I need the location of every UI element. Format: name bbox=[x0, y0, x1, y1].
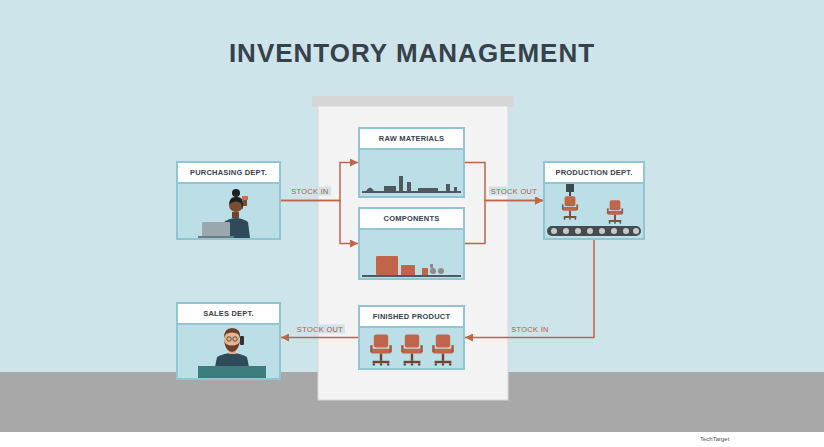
department-box: PRODUCTION DEPT. bbox=[543, 161, 645, 240]
production-line bbox=[547, 182, 641, 236]
department-box: RAW MATERIALS bbox=[358, 127, 465, 198]
box-ground bbox=[176, 161, 281, 240]
finished-chairs bbox=[370, 334, 454, 365]
flow-label: STOCK OUT bbox=[489, 187, 539, 196]
flow-arrow bbox=[281, 201, 358, 244]
logo-text: TechTarget bbox=[700, 436, 729, 442]
department-box: SALES DEPT. bbox=[176, 302, 281, 380]
department-box: PURCHASING DEPT. bbox=[176, 161, 281, 240]
raw-material-pieces bbox=[362, 176, 461, 193]
warehouse-building bbox=[318, 106, 508, 400]
box-ground bbox=[358, 127, 465, 198]
flow-label: STOCK IN bbox=[509, 325, 551, 334]
department-box: FINISHED PRODUCT bbox=[358, 305, 465, 370]
box-ground bbox=[543, 161, 645, 240]
box-heading: COMPONENTS bbox=[360, 209, 463, 230]
flow-arrow bbox=[465, 201, 543, 244]
diagram-title: INVENTORY MANAGEMENT bbox=[0, 38, 824, 69]
sky bbox=[0, 0, 824, 372]
department-box: COMPONENTS bbox=[358, 207, 465, 280]
flow-arrow bbox=[465, 163, 543, 201]
box-heading: PRODUCTION DEPT. bbox=[545, 163, 643, 184]
flow-arrow bbox=[281, 163, 358, 201]
box-ground bbox=[358, 305, 465, 370]
purchaser-figure bbox=[198, 189, 250, 238]
component-parts bbox=[362, 256, 461, 277]
footer-strip bbox=[0, 432, 824, 447]
box-ground bbox=[176, 302, 281, 380]
flow-label: STOCK IN bbox=[289, 187, 331, 196]
box-heading: SALES DEPT. bbox=[178, 304, 279, 325]
box-heading: PURCHASING DEPT. bbox=[178, 163, 279, 184]
box-heading: FINISHED PRODUCT bbox=[360, 307, 463, 328]
flow-label: STOCK OUT bbox=[295, 325, 345, 334]
salesperson-figure bbox=[198, 328, 266, 378]
flow-arrow bbox=[281, 337, 358, 339]
box-ground bbox=[358, 207, 465, 280]
flow-arrow bbox=[465, 240, 594, 338]
building-roof bbox=[312, 96, 514, 107]
box-heading: RAW MATERIALS bbox=[360, 129, 463, 150]
